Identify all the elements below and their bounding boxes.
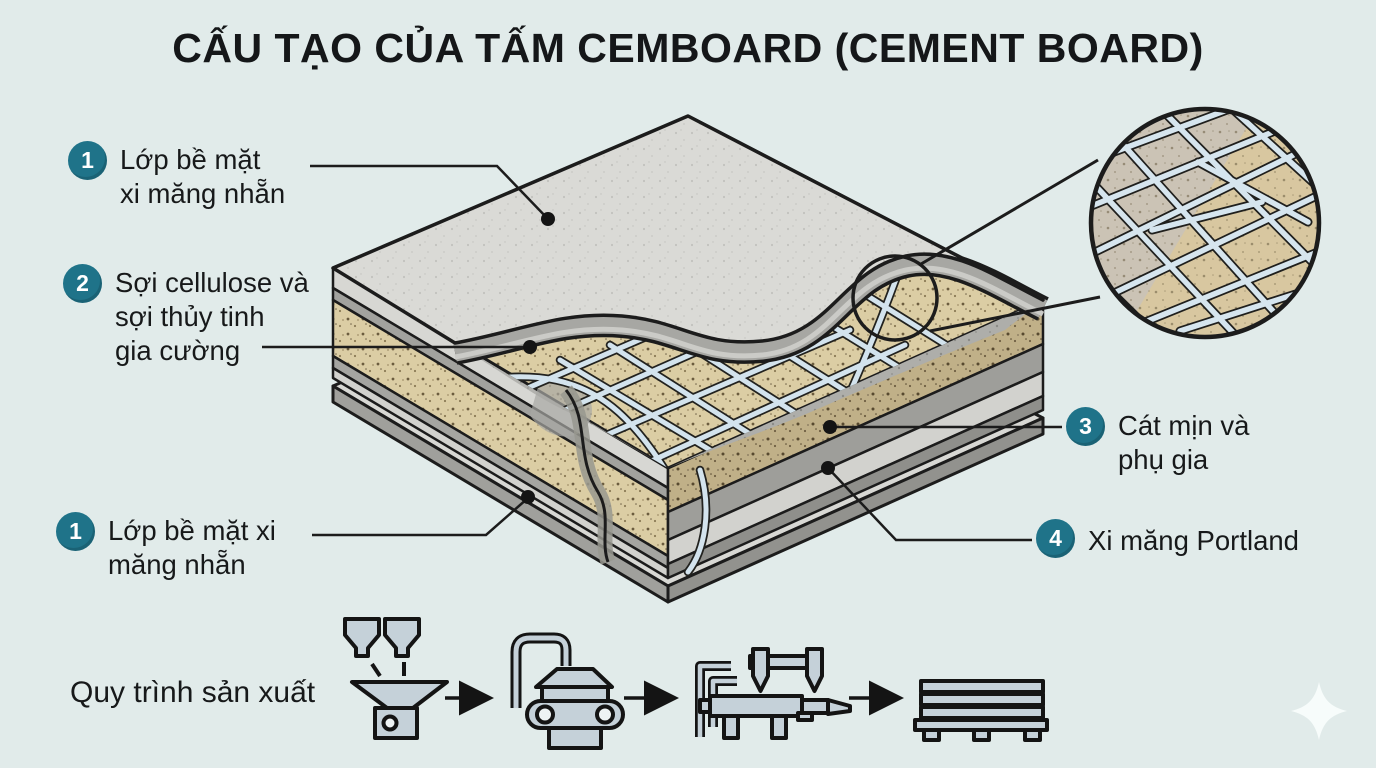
- hopper-funnel-icon: [343, 617, 449, 740]
- callout-cement: 4 Xi măng Portland: [1036, 519, 1299, 558]
- callout-surface-top: 1 Lớp bề mặt xi măng nhẵn: [68, 141, 285, 211]
- board-stack-icon: [913, 679, 1049, 742]
- callout-sand: 3 Cát mịn và phụ gia: [1066, 407, 1249, 477]
- callout-text: Xi măng Portland: [1088, 525, 1299, 556]
- board-left-face: [331, 266, 670, 580]
- callout-text: Sợi cellulose và sợi thủy tinh gia cường: [115, 267, 309, 366]
- magnifier-source: [851, 158, 1101, 342]
- process-flow: [343, 617, 1049, 750]
- board-right-face: [666, 298, 1045, 580]
- board-top-surface: [331, 114, 1045, 345]
- number-badge: 4: [1036, 519, 1075, 558]
- number-badge: 3: [1066, 407, 1105, 446]
- callout-text: Lớp bề mặt xi măng nhẵn: [108, 515, 276, 580]
- number-badge: 2: [63, 264, 102, 303]
- number-badge: 1: [68, 141, 107, 180]
- callout-text: Cát mịn và phụ gia: [1118, 410, 1250, 475]
- leader-dots: [521, 212, 837, 504]
- sparkle-icon: [1291, 682, 1347, 740]
- process-title: Quy trình sản xuất: [70, 676, 316, 709]
- callout-text: Lớp bề mặt xi măng nhẵn: [120, 144, 286, 209]
- callout-fibers: 2 Sợi cellulose và sợi thủy tinh gia cườ…: [63, 264, 309, 368]
- leader-lines: [262, 164, 1062, 542]
- fiber-mesh-magnifier: [1088, 106, 1322, 340]
- leader-surface-bottom: [312, 497, 529, 537]
- number-badge: 1: [56, 512, 95, 551]
- hanging-fiber: [683, 465, 711, 577]
- crack-detail: [559, 385, 616, 565]
- leader-surface-top: [310, 164, 549, 220]
- press-machine-icon: [695, 647, 852, 740]
- leader-cement: [827, 467, 1032, 542]
- callout-surface-bottom: 1 Lớp bề mặt xi măng nhẵn: [56, 512, 276, 582]
- page-title: CẤU TẠO CỦA TẤM CEMBOARD (CEMENT BOARD): [172, 25, 1204, 71]
- mixer-icon: [510, 632, 625, 750]
